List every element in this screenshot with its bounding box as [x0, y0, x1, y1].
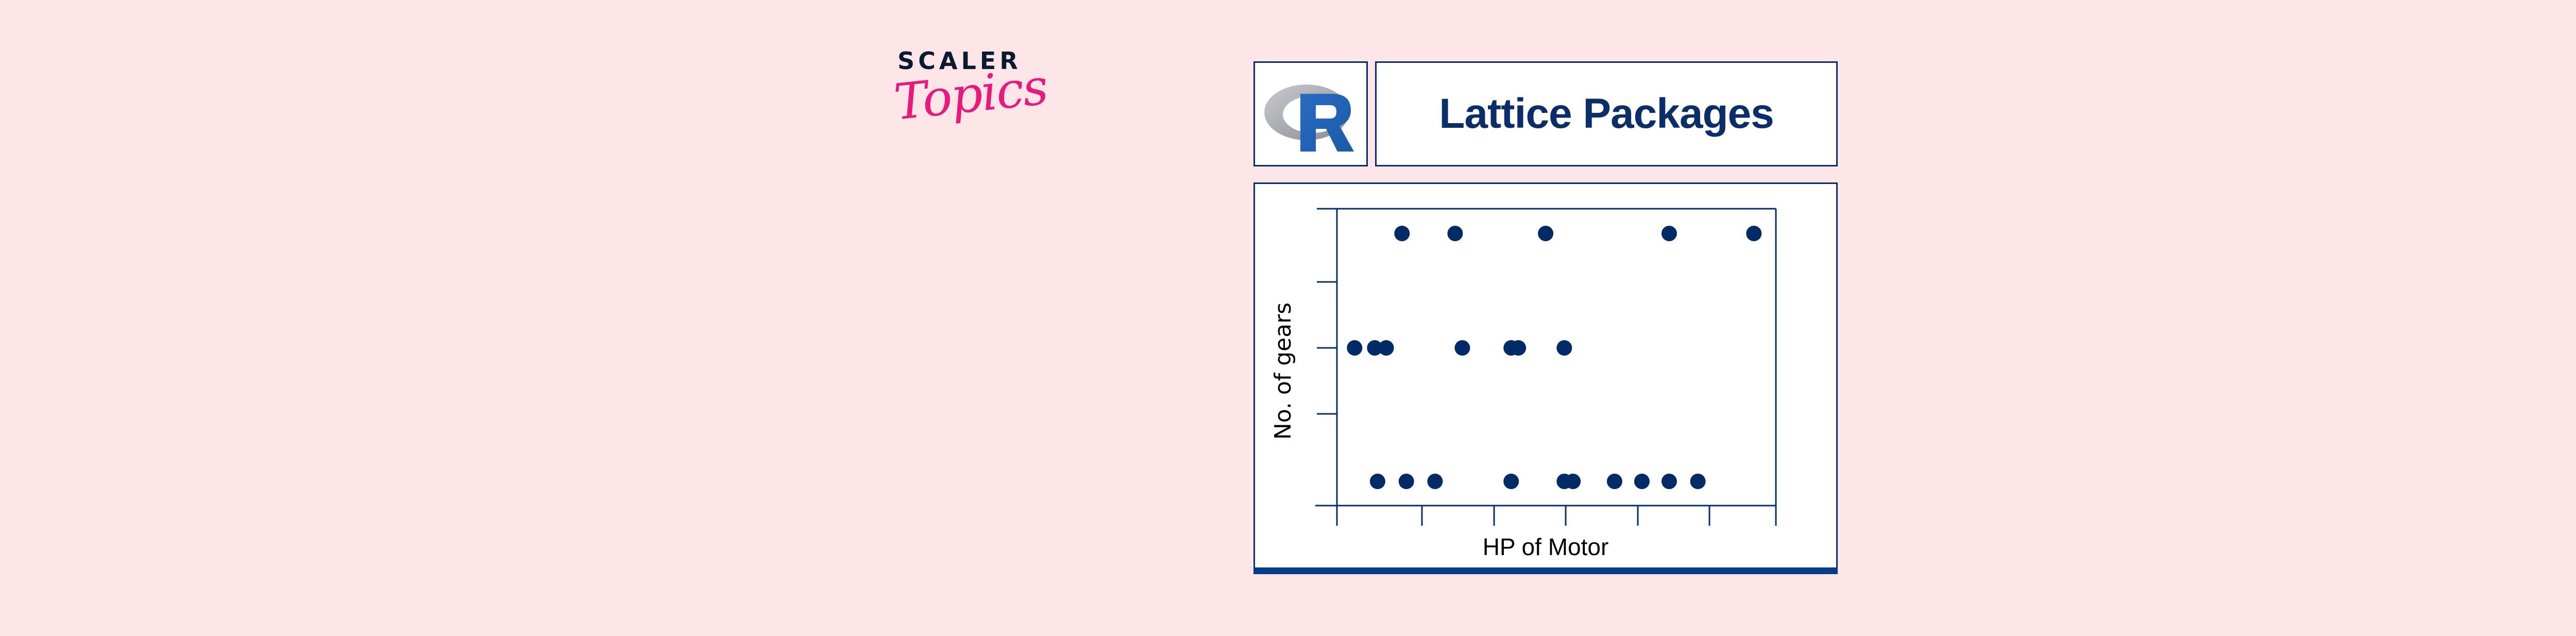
data-point	[1447, 226, 1463, 241]
data-point	[1606, 474, 1622, 489]
data-point	[1511, 340, 1527, 356]
panel-accent-bar	[1253, 567, 1838, 574]
title-box: Lattice Packages	[1375, 61, 1838, 166]
data-point	[1538, 226, 1554, 241]
y-axis-label: No. of gears	[1270, 303, 1296, 440]
data-point	[1427, 474, 1443, 489]
r-language-logo-icon	[1264, 85, 1354, 152]
scaler-topics-logo: SCALER Topics	[891, 47, 1050, 156]
data-point	[1398, 474, 1414, 489]
data-point	[1634, 474, 1650, 489]
chart-points	[1347, 226, 1762, 489]
data-point	[1347, 340, 1363, 356]
data-point	[1565, 474, 1581, 489]
data-point	[1454, 340, 1470, 356]
chart-panel	[1253, 182, 1838, 567]
data-point	[1661, 226, 1677, 241]
data-point	[1746, 226, 1762, 241]
data-point	[1369, 474, 1385, 489]
chart-axes	[1315, 208, 1777, 526]
logo-scaler-text: SCALER	[897, 47, 1022, 75]
data-point	[1367, 340, 1383, 356]
page-title: Lattice Packages	[1439, 90, 1774, 137]
data-point	[1690, 474, 1706, 489]
data-point	[1661, 474, 1677, 489]
data-point	[1394, 226, 1410, 241]
x-axis-label: HP of Motor	[1483, 533, 1609, 560]
r-logo-box	[1253, 61, 1368, 166]
data-point	[1556, 340, 1572, 356]
data-point	[1378, 340, 1394, 356]
data-point	[1503, 474, 1519, 489]
